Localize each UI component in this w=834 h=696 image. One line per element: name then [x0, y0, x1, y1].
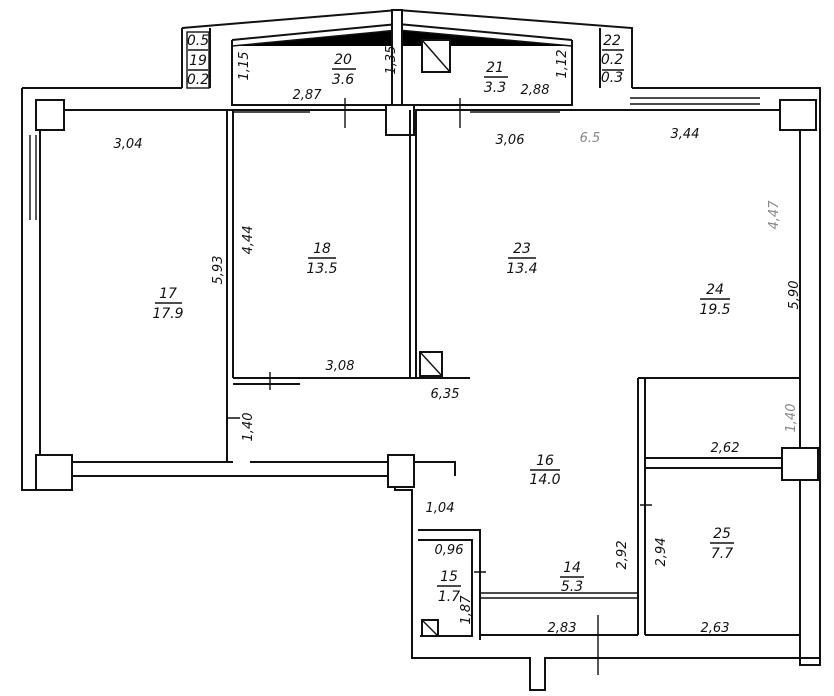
dim-label: 3,04	[114, 137, 143, 152]
dim-label: 1,35	[384, 46, 399, 75]
room-number: 24	[706, 282, 724, 298]
room-22: 22 0.2 0.3	[601, 33, 624, 86]
handwritten-note: 4,47	[767, 200, 782, 230]
room-23: 23 13.4	[506, 241, 537, 277]
room-top-value: 0.5	[187, 33, 209, 49]
dim-label: 2,62	[711, 441, 740, 456]
room-area: 7.7	[711, 546, 733, 562]
dim-label: 2,94	[654, 538, 669, 567]
dim-label: 1,12	[555, 50, 570, 79]
room-area: 3.3	[484, 80, 506, 96]
balcony-walls	[181, 8, 633, 106]
room-number: 19	[189, 53, 207, 69]
room-20: 203.6	[332, 52, 356, 88]
room-19: 0.5 19 0.2	[186, 31, 210, 89]
dim-label: 5,90	[787, 281, 802, 310]
outer-walls	[21, 87, 821, 691]
room-area: 13.5	[306, 261, 337, 277]
dim-label: 1,40	[784, 404, 799, 433]
dim-label: 2,63	[701, 621, 730, 636]
room-number: 22	[603, 33, 621, 49]
room-area: 0.3	[601, 70, 623, 86]
room-number: 14	[563, 560, 581, 576]
dim-label: 3,44	[671, 127, 700, 142]
room-21: 213.3	[484, 60, 508, 96]
dim-label: 2,83	[548, 621, 577, 636]
dim-label: 2,88	[521, 83, 550, 98]
inner-walls	[226, 98, 800, 675]
room-number: 17	[159, 286, 177, 302]
room-17: 17 17.9	[152, 286, 183, 322]
dim-label: 2,87	[293, 88, 323, 103]
dim-label: 0,96	[435, 543, 464, 558]
dim-label: 1,40	[241, 413, 256, 442]
room-18: 18 13.5	[306, 241, 337, 277]
dim-label: 1,04	[426, 501, 455, 516]
handwritten-note: 6.5	[580, 131, 601, 146]
room-number: 23	[513, 241, 531, 257]
room-number: 18	[313, 241, 331, 257]
room-area: 17.9	[152, 306, 183, 322]
dim-label: 4,44	[241, 226, 256, 255]
room-number: 15	[440, 569, 458, 585]
room-14: 145.3	[560, 560, 584, 595]
room-area: 19.5	[699, 302, 730, 318]
dim-label: 6,35	[431, 387, 460, 402]
dim-label: 1,87	[459, 595, 474, 625]
room-area: 13.4	[506, 261, 537, 277]
room-area: 0.2	[187, 72, 209, 88]
room-number: 20	[334, 52, 352, 68]
dim-label: 2,92	[615, 541, 630, 570]
dim-label: 5,93	[211, 256, 226, 285]
room-15: 151.7	[437, 569, 461, 605]
room-top-value: 0.2	[601, 52, 623, 68]
room-area: 1.7	[438, 589, 460, 605]
dim-label: 1,15	[237, 52, 252, 81]
room-number: 21	[486, 60, 504, 76]
room-25: 257.7	[710, 526, 734, 562]
dim-label: 3,06	[496, 133, 525, 148]
room-16: 16 14.0	[529, 453, 560, 488]
dimensions: 3,04 3,06 3,44 3,08 6,35 1,04 0,96 2,83 …	[114, 46, 802, 636]
room-area: 3.6	[332, 72, 354, 88]
room-area: 14.0	[529, 472, 560, 488]
room-number: 25	[713, 526, 731, 542]
dim-label: 3,08	[326, 359, 355, 374]
room-24: 24 19.5	[699, 282, 730, 318]
room-number: 16	[536, 453, 554, 469]
room-area: 5.3	[561, 579, 583, 595]
